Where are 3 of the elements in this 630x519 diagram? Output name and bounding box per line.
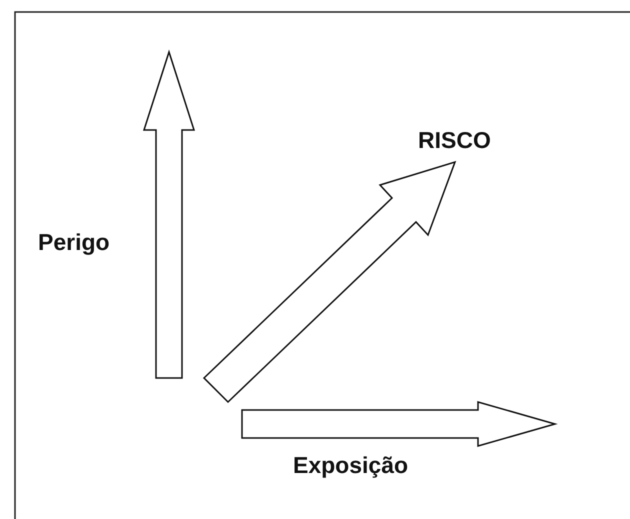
axis-label: Exposição [293, 451, 408, 479]
axis-label: Perigo [38, 228, 110, 256]
axis-label: RISCO [418, 126, 491, 154]
